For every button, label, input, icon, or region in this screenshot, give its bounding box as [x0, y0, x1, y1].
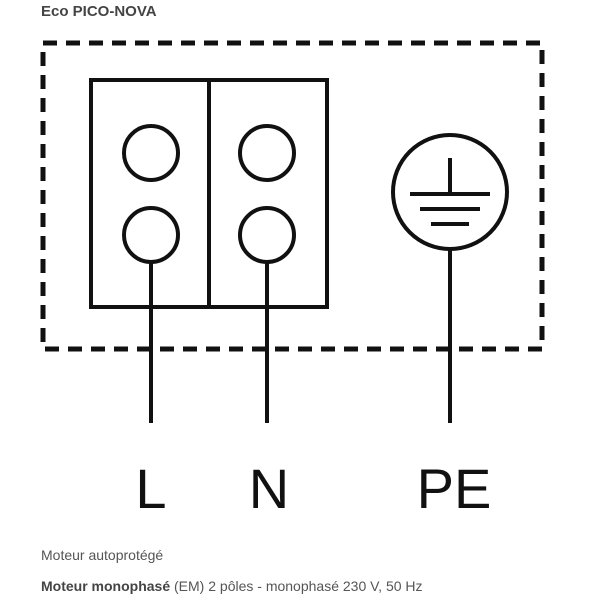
- terminal-label-l: L: [135, 457, 166, 520]
- terminal-screw-n-bottom: [238, 206, 296, 264]
- terminal-label-n: N: [249, 457, 289, 520]
- terminal-screw-l-bottom: [122, 206, 180, 264]
- description-line-2: Moteur monophasé (EM) 2 pôles - monophas…: [41, 578, 423, 594]
- terminal-screw-l-top: [122, 124, 180, 182]
- terminal-label-pe: PE: [417, 457, 492, 520]
- description-motor-specs: (EM) 2 pôles - monophasé 230 V, 50 Hz: [170, 578, 423, 594]
- motor-enclosure-dashed: [40, 40, 545, 352]
- diagram-title: Eco PICO-NOVA: [41, 3, 157, 20]
- terminal-screw-n-top: [238, 124, 296, 182]
- description-motor-type: Moteur monophasé: [41, 578, 171, 594]
- description-line-1: Moteur autoprotégé: [41, 547, 164, 563]
- ground-symbol-icon: [391, 133, 509, 251]
